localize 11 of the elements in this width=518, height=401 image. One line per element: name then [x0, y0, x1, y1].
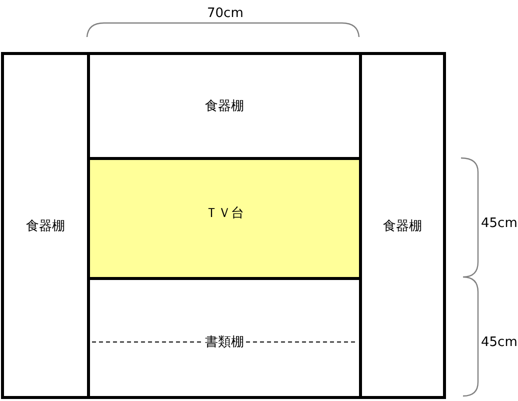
furniture-label: 書類棚	[203, 333, 246, 351]
furniture-label: 食器棚	[204, 98, 245, 115]
dimension-label: 45cm	[481, 216, 518, 231]
furniture-label: ＴＶ台	[204, 204, 245, 222]
shelf-box	[1, 52, 90, 399]
dimension-label: 70cm	[207, 6, 244, 21]
dimension-label: 45cm	[481, 335, 518, 350]
furniture-label: 食器棚	[382, 218, 423, 234]
furniture-label: 食器棚	[25, 218, 66, 234]
tv-stand	[87, 157, 362, 280]
shelf-box	[359, 52, 446, 399]
